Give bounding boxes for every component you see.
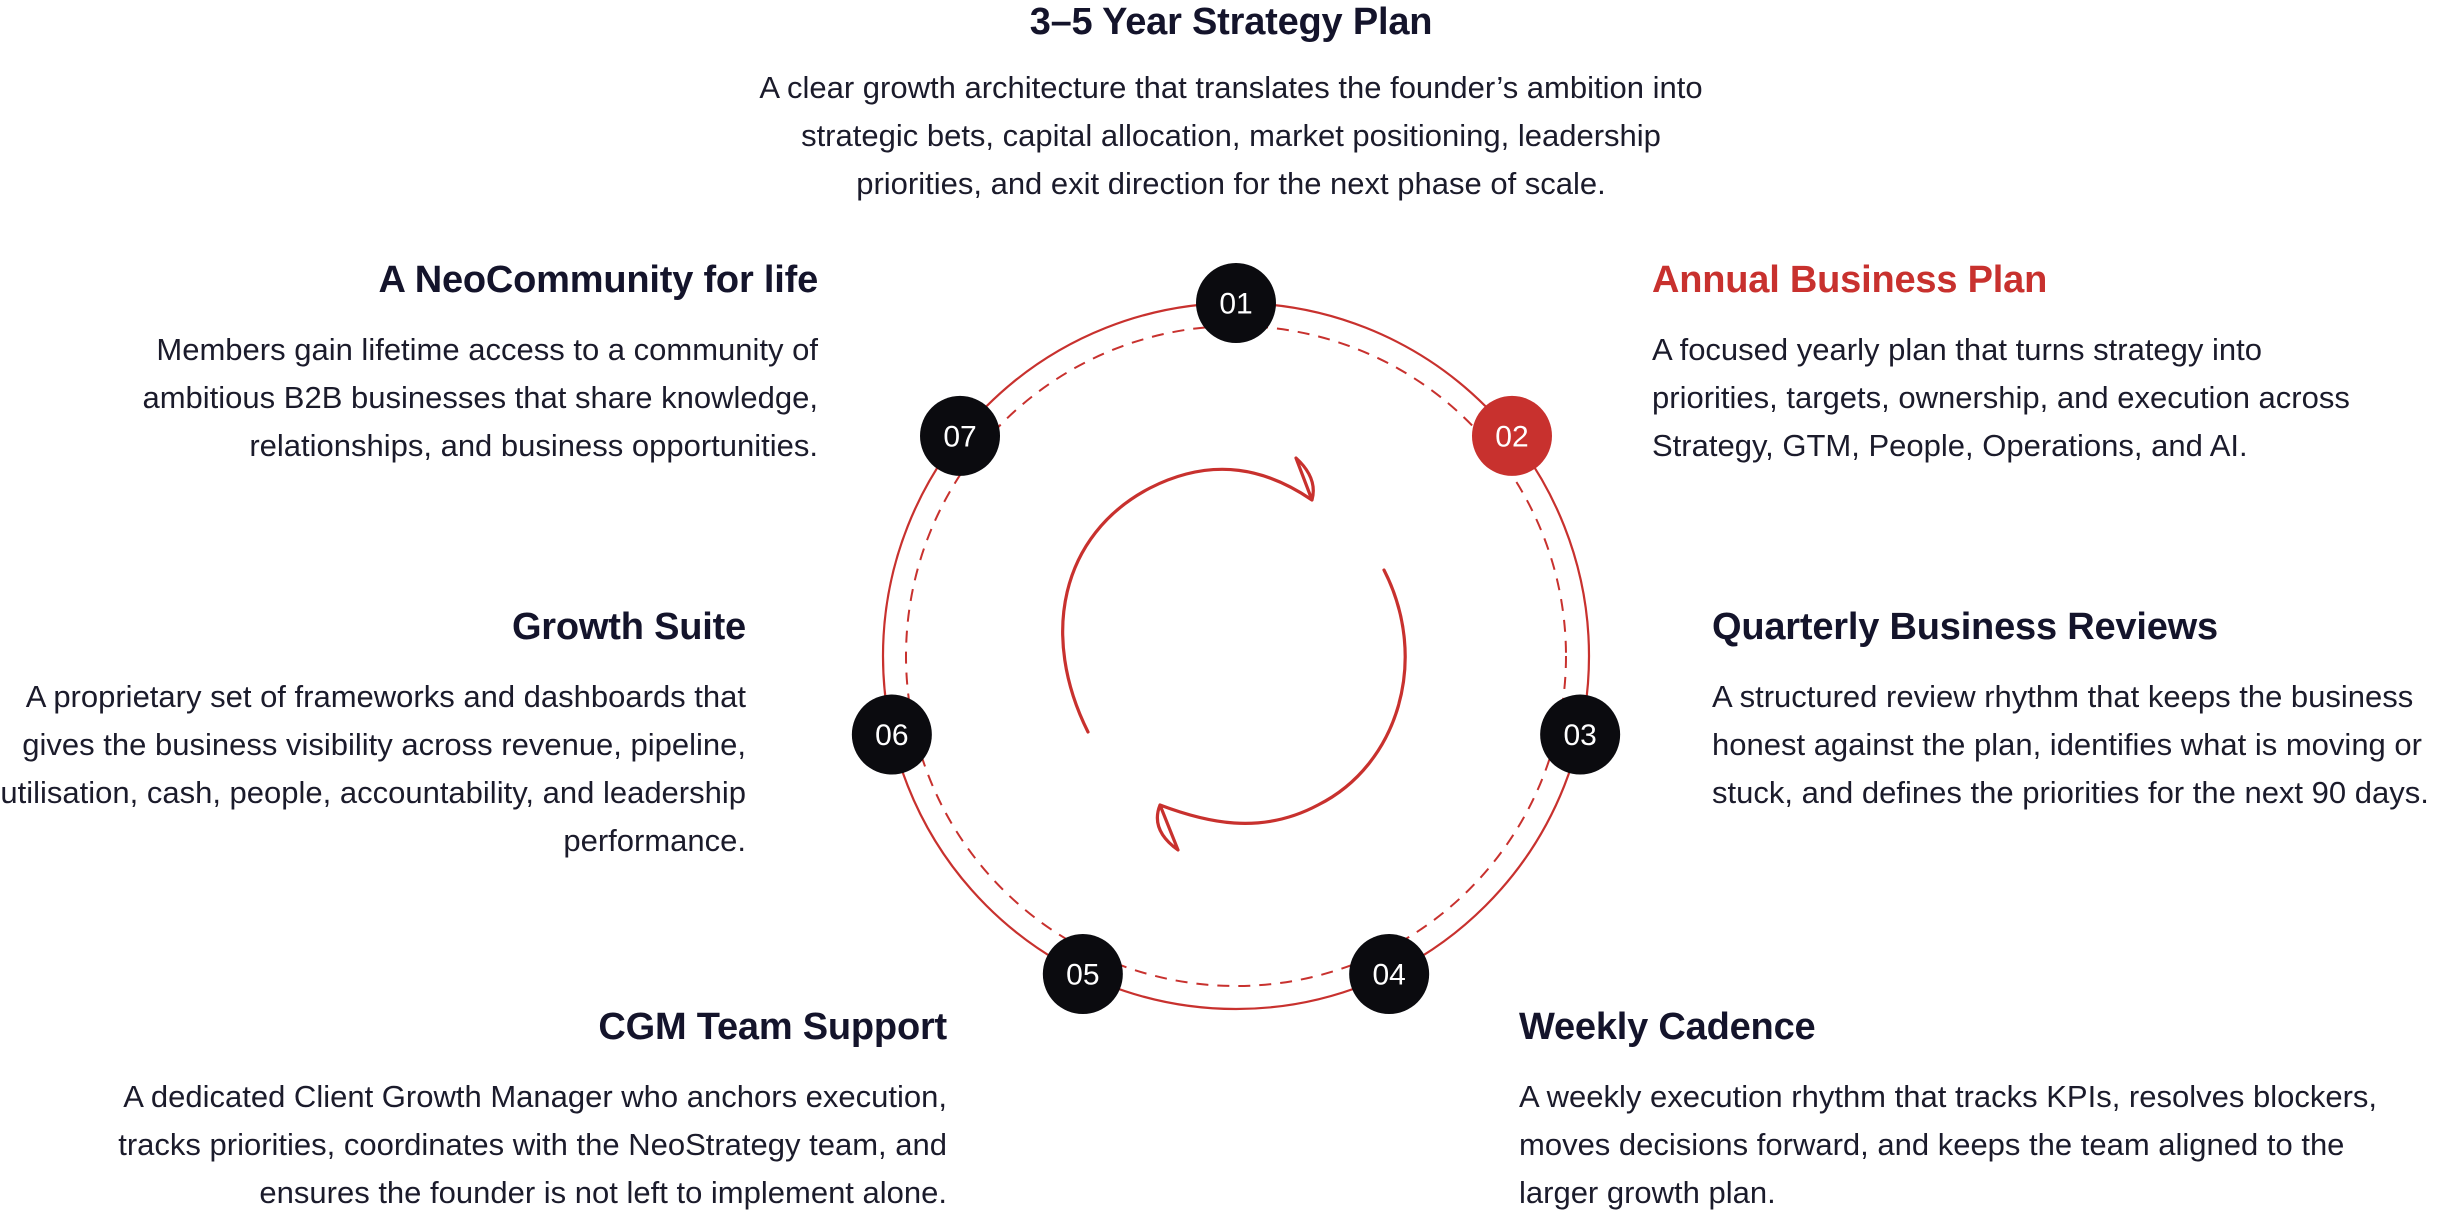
node-number: 06 xyxy=(875,719,908,752)
node-circle xyxy=(1540,694,1621,775)
node-circle xyxy=(1042,934,1123,1015)
step-description: A proprietary set of frameworks and dash… xyxy=(0,678,746,858)
node-01: 01 xyxy=(1196,263,1276,343)
step-title: 3–5 Year Strategy Plan xyxy=(1029,1,1433,43)
node-circle xyxy=(851,694,932,775)
step-growth-suite: Growth Suite A proprietary set of framew… xyxy=(0,605,746,865)
step-annual-plan: Annual Business Plan A focused yearly pl… xyxy=(1652,258,2382,470)
node-number: 07 xyxy=(943,420,976,453)
node-circle xyxy=(1196,263,1276,343)
node-02: 02 xyxy=(1471,395,1552,476)
node-circle xyxy=(920,395,1001,476)
node-07: 07 xyxy=(920,395,1001,476)
node-number: 05 xyxy=(1066,959,1099,992)
node-number: 02 xyxy=(1495,420,1528,453)
outer-ring xyxy=(881,301,1591,1011)
step-title: CGM Team Support xyxy=(598,1006,947,1048)
step-cgm-support: CGM Team Support A dedicated Client Grow… xyxy=(50,1005,947,1217)
step-neocommunity: A NeoCommunity for life Members gain lif… xyxy=(90,258,818,470)
step-description: A clear growth architecture that transla… xyxy=(759,69,1703,201)
node-number: 03 xyxy=(1563,719,1596,752)
node-03: 03 xyxy=(1540,694,1621,775)
inner-dashed-ring xyxy=(905,325,1567,987)
node-number: 04 xyxy=(1372,959,1405,992)
cycle-nodes: 01 02 03 04 05 06 07 xyxy=(851,263,1621,1015)
node-number: 01 xyxy=(1219,288,1252,321)
step-strategy-plan: 3–5 Year Strategy Plan A clear growth ar… xyxy=(736,0,1726,208)
node-05: 05 xyxy=(1042,934,1123,1015)
step-description: Members gain lifetime access to a commun… xyxy=(142,331,818,463)
step-title: A NeoCommunity for life xyxy=(378,259,819,301)
node-circle xyxy=(1471,395,1552,476)
step-description: A dedicated Client Growth Manager who an… xyxy=(118,1078,947,1210)
step-description: A weekly execution rhythm that tracks KP… xyxy=(1519,1078,2378,1210)
step-title: Annual Business Plan xyxy=(1652,259,2048,301)
step-quarterly-reviews: Quarterly Business Reviews A structured … xyxy=(1712,605,2452,817)
step-title: Growth Suite xyxy=(511,606,746,648)
node-04: 04 xyxy=(1349,934,1430,1015)
step-description: A focused yearly plan that turns strateg… xyxy=(1652,331,2350,463)
cycle-arrows-icon xyxy=(1061,456,1407,852)
node-06: 06 xyxy=(851,694,932,775)
step-weekly-cadence: Weekly Cadence A weekly execution rhythm… xyxy=(1519,1005,2409,1217)
step-description: A structured review rhythm that keeps th… xyxy=(1712,678,2429,810)
node-circle xyxy=(1349,934,1430,1015)
step-title: Weekly Cadence xyxy=(1519,1006,1816,1048)
step-title: Quarterly Business Reviews xyxy=(1712,606,2218,648)
